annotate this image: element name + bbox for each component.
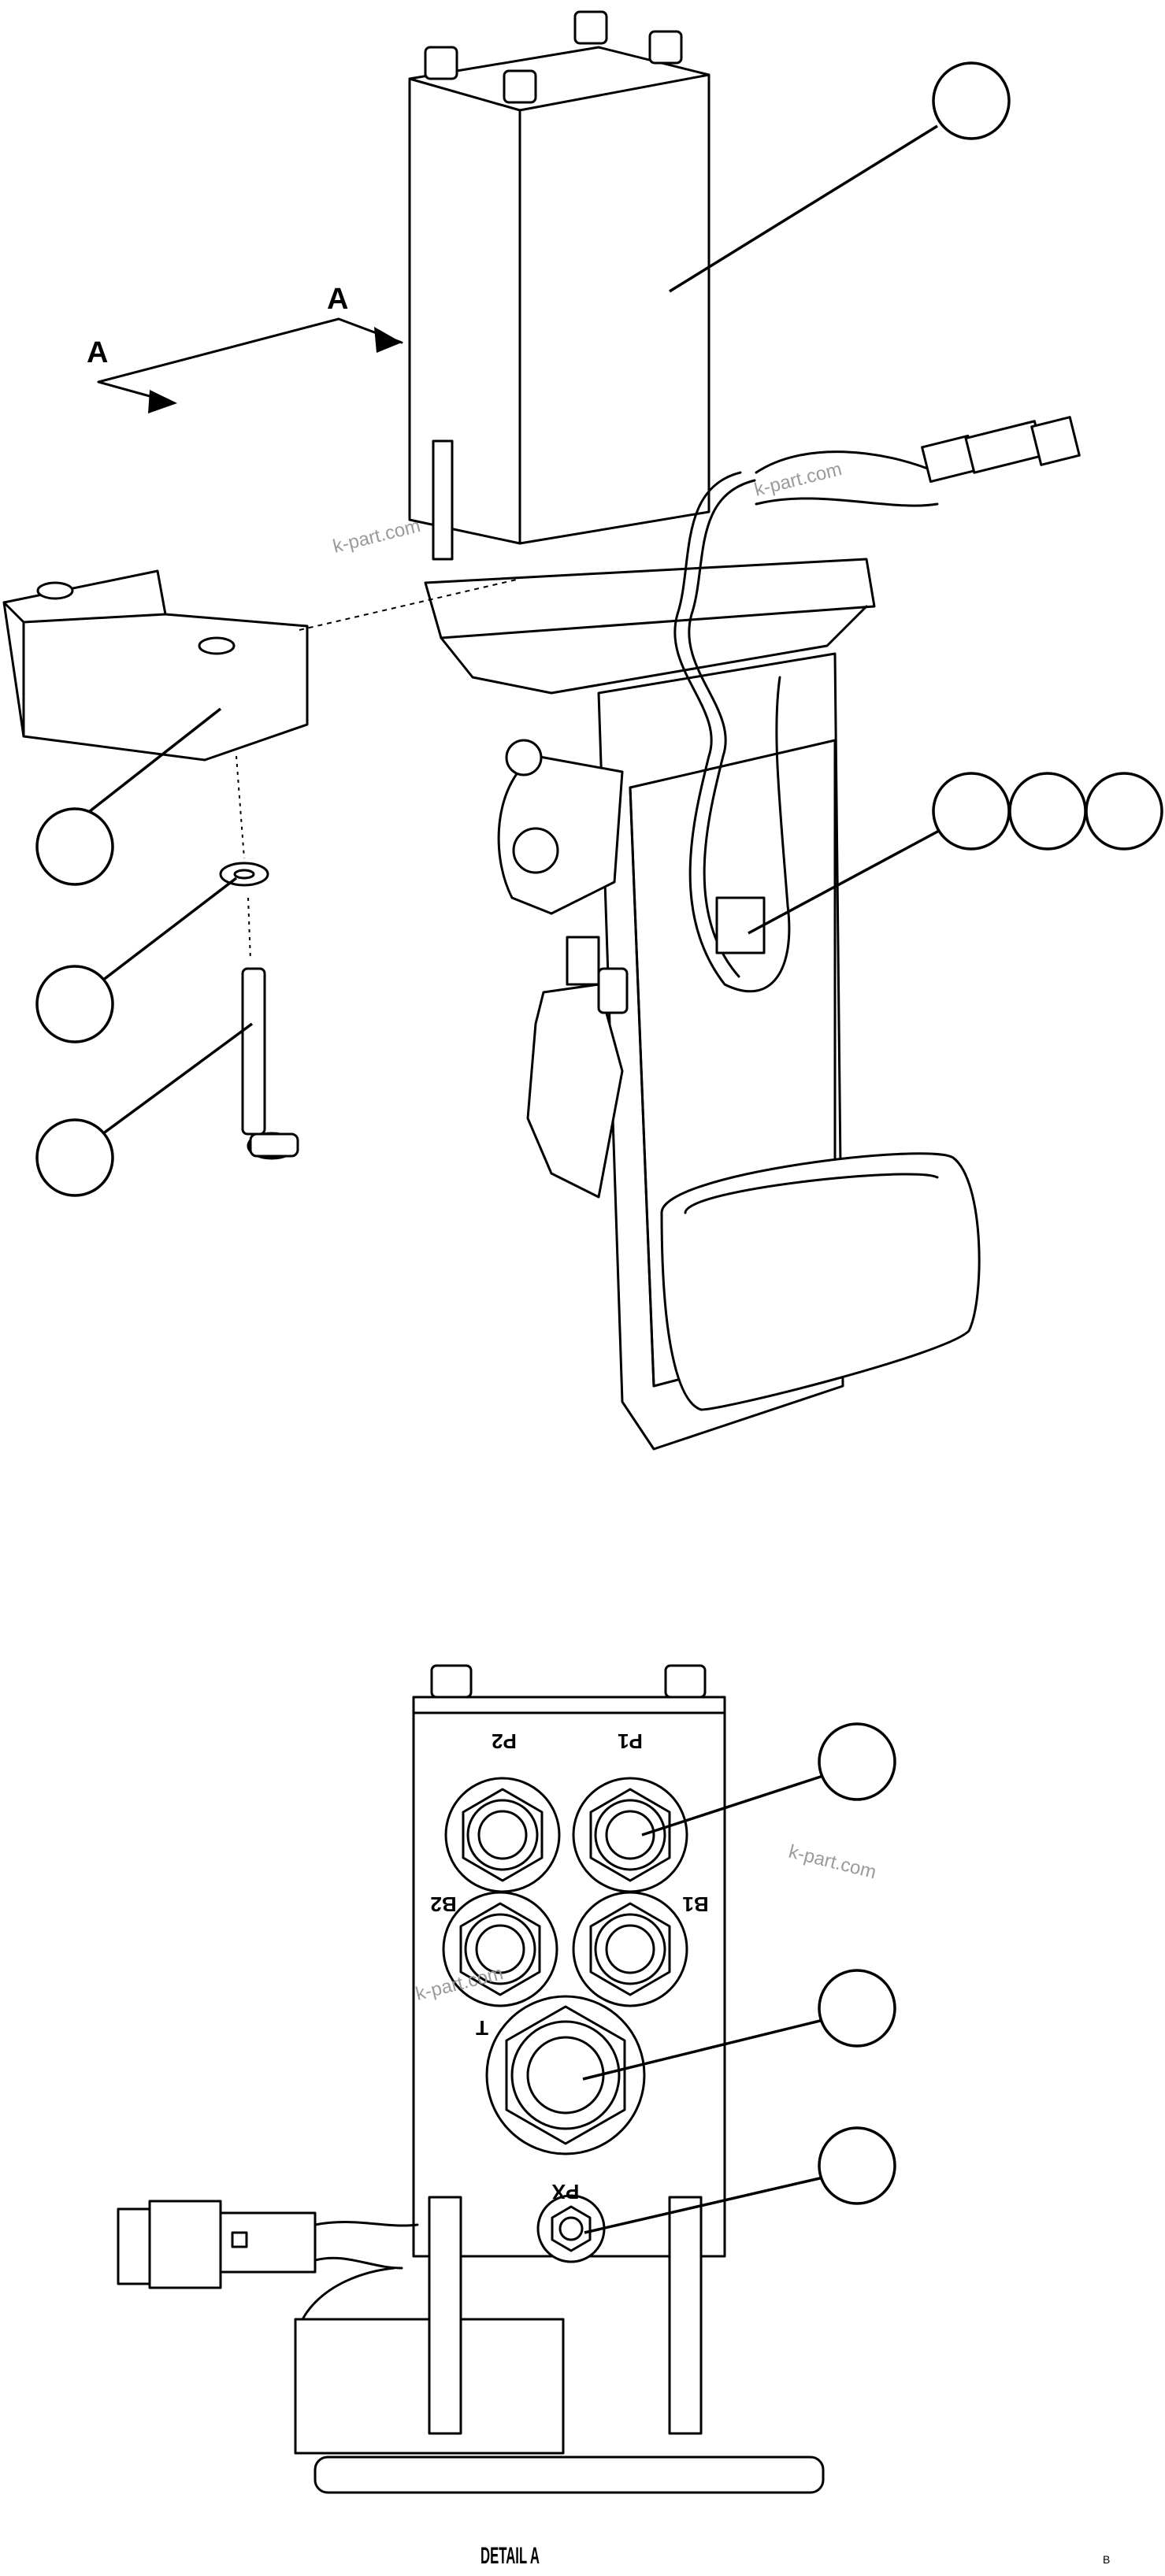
detail-a-view: P2 P1 B2 B1 T PX xyxy=(117,1664,825,2494)
port-t xyxy=(485,1995,646,2155)
port-px xyxy=(536,2194,606,2263)
view-label-a-lower: A xyxy=(87,336,108,369)
callout-1 xyxy=(932,61,1011,140)
watermark-top-right: k-part.com xyxy=(752,458,844,501)
watermark-top-left: k-part.com xyxy=(331,515,423,558)
callout-4 xyxy=(1085,772,1163,851)
callout-5 xyxy=(35,807,114,886)
callout-group-detail xyxy=(582,1722,896,2234)
pedal-valve-assembly xyxy=(408,10,1081,1451)
bolt xyxy=(241,967,299,1160)
callout-7 xyxy=(35,1118,114,1197)
view-arrow-a: A A xyxy=(87,283,403,413)
callout-8 xyxy=(818,1722,896,1801)
label-p2: P2 xyxy=(492,1729,517,1753)
callout-2 xyxy=(932,772,1011,851)
detail-caption: DETAIL A xyxy=(480,2543,540,2569)
label-px: PX xyxy=(551,2180,579,2203)
washer xyxy=(219,755,269,962)
detail-connector xyxy=(117,2200,419,2289)
port-b1 xyxy=(572,1891,688,2007)
port-p1 xyxy=(572,1777,688,1893)
label-t: T xyxy=(476,2016,488,2040)
port-p2 xyxy=(444,1777,561,1893)
label-b2: B2 xyxy=(430,1892,456,1916)
callout-group-top xyxy=(35,61,1163,1197)
top-studs xyxy=(424,10,683,104)
watermark-detail-right: k-part.com xyxy=(787,1841,879,1884)
port-b2 xyxy=(442,1891,558,2007)
callout-6 xyxy=(35,965,114,1043)
callout-3 xyxy=(1008,772,1087,851)
mounting-block xyxy=(2,569,521,762)
electrical-connector xyxy=(921,416,1081,484)
callout-10 xyxy=(818,2126,896,2205)
view-label-a-upper: A xyxy=(327,283,348,316)
label-b1: B1 xyxy=(682,1892,708,1916)
corner-mark: B xyxy=(1103,2553,1110,2566)
label-p1: P1 xyxy=(618,1729,643,1753)
callout-9 xyxy=(818,1969,896,2048)
